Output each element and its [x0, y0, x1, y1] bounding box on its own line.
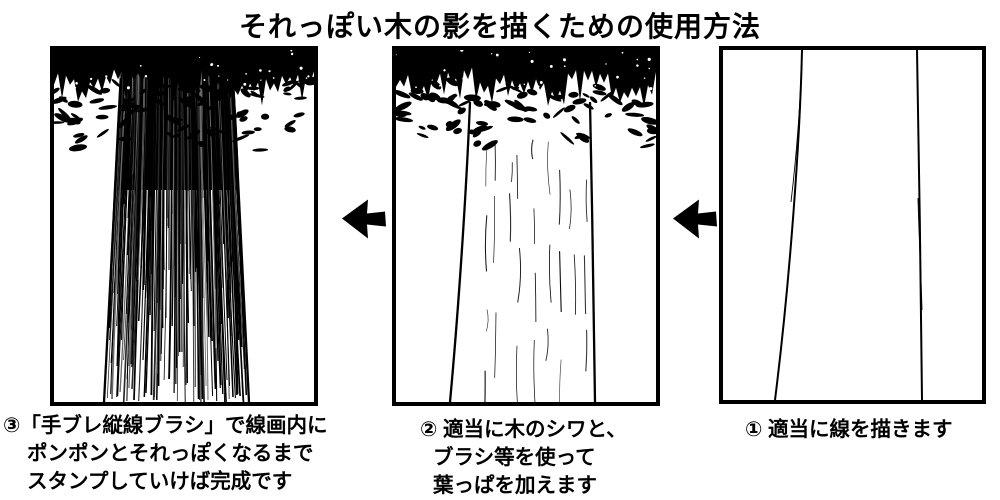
caption-line: ② 適当に木のシワと、 [420, 418, 627, 441]
panel-step3-finished-tree [50, 46, 318, 406]
left-arrow-icon [673, 199, 717, 239]
left-arrow [671, 196, 718, 243]
caption-step3: ③「手ブレ縦線ブラシ」で線画内に ポンポンとそれっぽくなるまで スタンプしていけ… [3, 412, 327, 496]
caption-line: 葉っぱを加えます [433, 474, 597, 497]
caption-line: スタンプしていけば完成です [27, 470, 293, 493]
caption-step1: ① 適当に線を描きます [745, 416, 953, 444]
panel-step1-rough-lines [719, 46, 986, 404]
caption-step2: ② 適当に木のシワと、 ブラシ等を使って 葉っぱを加えます [420, 416, 627, 500]
left-arrow [340, 196, 387, 243]
left-arrow-icon [342, 199, 386, 239]
tree-wrinkles-and-canopy-art [396, 50, 656, 402]
caption-line: ブラシ等を使って [433, 446, 596, 469]
caption-line: ③「手ブレ縦線ブラシ」で線画内に [3, 414, 328, 437]
panel-step2-wrinkles-and-leaves [392, 46, 660, 406]
caption-line: ポンポンとそれっぽくなるまで [27, 442, 314, 465]
rough-trunk-lines-art [774, 50, 923, 400]
finished-shaded-tree-art [54, 50, 314, 402]
caption-line: ① 適当に線を描きます [745, 418, 953, 441]
tutorial-title: それっぽい木の影を描くための使用方法 [238, 11, 761, 42]
